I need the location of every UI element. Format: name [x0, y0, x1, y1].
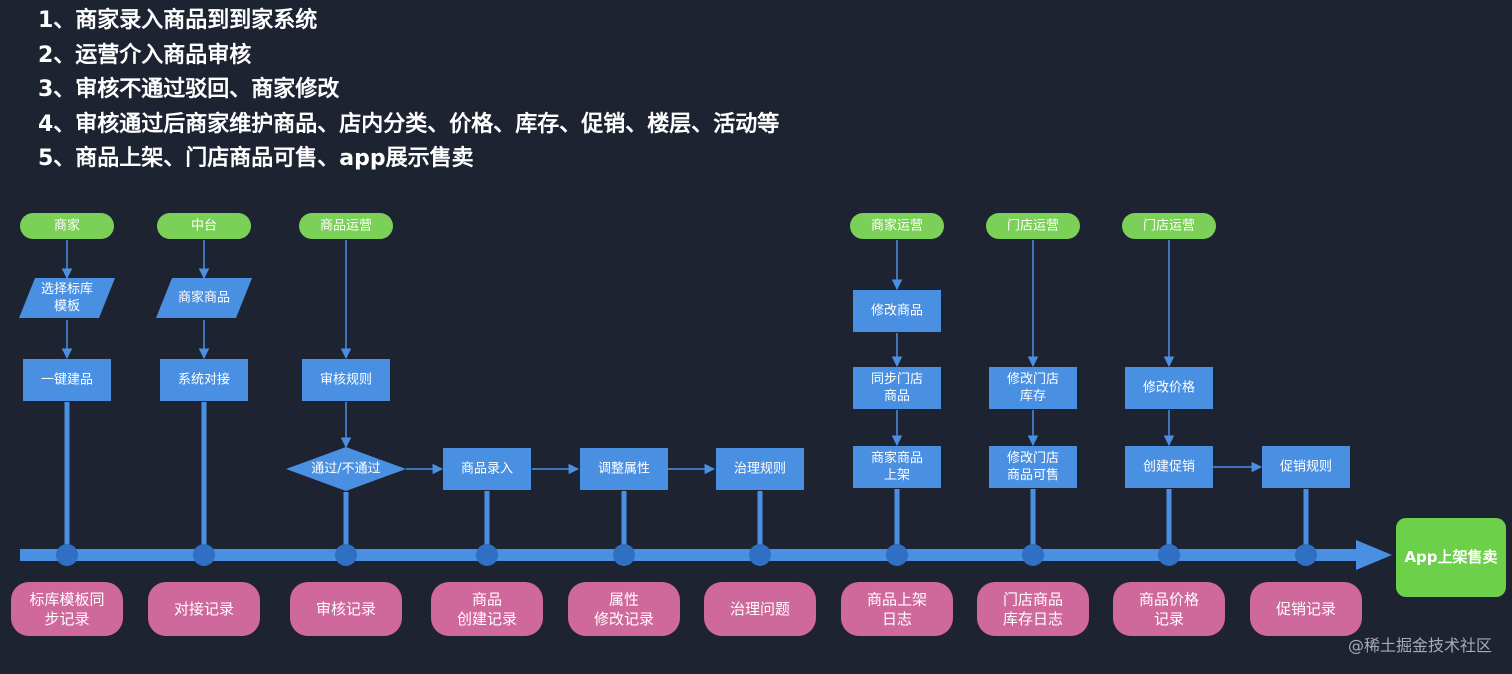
process-label: 商品录入 — [461, 462, 513, 477]
record-label: 门店商品库存日志 — [1003, 590, 1063, 628]
record-label: 审核记录 — [316, 600, 376, 618]
process-label: 修改门店库存 — [1007, 372, 1059, 404]
process-label: 一键建品 — [41, 373, 93, 388]
input-label: 商家商品 — [178, 290, 230, 306]
process-box — [580, 448, 668, 490]
actor-label: 商家 — [54, 218, 80, 234]
step-item: 1、商家录入商品到到家系统 — [38, 8, 318, 33]
process-box — [443, 448, 531, 490]
process-box — [716, 448, 804, 490]
process-box — [989, 367, 1077, 409]
step-item: 3、审核不通过驳回、商家修改 — [38, 77, 340, 102]
timeline-node — [193, 544, 215, 566]
timeline-node — [749, 544, 771, 566]
decision-label: 通过/不通过 — [311, 462, 380, 477]
actor-pill — [299, 213, 393, 239]
timeline-node — [1158, 544, 1180, 566]
final-label: App上架售卖 — [1404, 548, 1497, 566]
record-pill — [841, 582, 953, 636]
record-label: 商品创建记录 — [457, 590, 517, 628]
process-box — [989, 446, 1077, 488]
actor-label: 门店运营 — [1143, 219, 1195, 234]
record-pill — [1250, 582, 1362, 636]
record-label: 标库模板同步记录 — [29, 590, 104, 628]
record-label: 商品上架日志 — [867, 590, 927, 628]
record-label: 属性修改记录 — [594, 590, 654, 628]
step-item: 2、运营介入商品审核 — [38, 42, 252, 68]
timeline-node — [1022, 544, 1044, 566]
process-box — [302, 359, 390, 401]
actor-label: 商品运营 — [320, 219, 372, 234]
process-box — [1262, 446, 1350, 488]
record-pill — [290, 582, 402, 636]
process-label: 商家商品上架 — [871, 450, 923, 483]
record-pill — [148, 582, 260, 636]
process-box — [1125, 367, 1213, 409]
timeline-node — [886, 544, 908, 566]
process-label: 促销规则 — [1280, 460, 1332, 475]
process-label: 创建促销 — [1143, 460, 1195, 475]
process-box — [160, 359, 248, 401]
timeline-node — [335, 544, 357, 566]
decision-diamond — [286, 447, 406, 491]
record-pill — [11, 582, 123, 636]
process-label: 审核规则 — [320, 373, 372, 388]
process-box — [23, 359, 111, 401]
process-box — [853, 367, 941, 409]
process-label: 治理规则 — [734, 462, 786, 477]
actor-pill — [157, 213, 251, 239]
input-parallelogram — [156, 278, 252, 318]
watermark: @稀土掘金技术社区 — [1347, 636, 1492, 655]
final-box — [1396, 518, 1506, 597]
record-label: 商品价格记录 — [1139, 590, 1199, 628]
record-pill — [1113, 582, 1225, 636]
record-label: 治理问题 — [730, 600, 790, 618]
timeline-node — [56, 544, 78, 566]
timeline-node — [613, 544, 635, 566]
record-label: 促销记录 — [1276, 600, 1336, 618]
step-item: 5、商品上架、门店商品可售、app展示售卖 — [38, 146, 474, 171]
actor-label: 中台 — [191, 219, 217, 234]
process-label: 调整属性 — [598, 462, 650, 477]
process-label: 修改门店商品可售 — [1007, 451, 1059, 483]
record-pill — [431, 582, 543, 636]
timeline-arrowhead — [1356, 540, 1392, 570]
step-list: 1、商家录入商品到到家系统 2、运营介入商品审核 3、审核不通过驳回、商家修改 4、审… — [38, 4, 779, 177]
process-label: 系统对接 — [178, 372, 230, 388]
process-label: 修改价格 — [1143, 380, 1195, 396]
input-parallelogram — [19, 278, 115, 318]
timeline-node — [476, 544, 498, 566]
record-label: 对接记录 — [174, 600, 234, 618]
actor-pill — [986, 213, 1080, 239]
step-item: 4、审核通过后商家维护商品、店内分类、价格、库存、促销、楼层、活动等 — [38, 111, 780, 137]
actor-pill — [850, 213, 944, 239]
process-label: 修改商品 — [871, 304, 923, 319]
actor-pill — [20, 213, 114, 239]
process-label: 同步门店商品 — [871, 372, 923, 404]
actor-label: 商家运营 — [871, 218, 923, 234]
input-label: 选择标库模板 — [41, 281, 93, 314]
record-pill — [568, 582, 680, 636]
actor-label: 门店运营 — [1007, 219, 1059, 234]
process-box — [853, 290, 941, 332]
timeline-node — [1295, 544, 1317, 566]
process-box — [1125, 446, 1213, 488]
record-pill — [977, 582, 1089, 636]
process-box — [853, 446, 941, 488]
actor-pill — [1122, 213, 1216, 239]
record-pill — [704, 582, 816, 636]
